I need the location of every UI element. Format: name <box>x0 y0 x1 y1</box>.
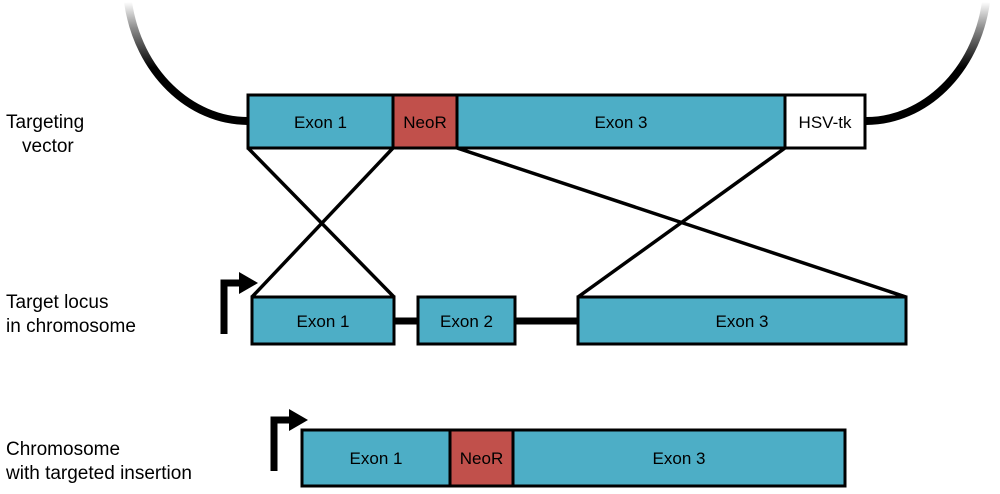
row-label-targeted-chromosome-line1: Chromosome <box>6 439 120 460</box>
vector-exon1-label: Exon 1 <box>294 113 347 132</box>
promoter-arrow-locus <box>220 279 243 334</box>
promoter-arrowhead-targeted <box>289 409 308 431</box>
vector-neor-box <box>391 93 459 150</box>
vector-hsvtk-label: HSV-tk <box>799 113 852 132</box>
vector-neor-label: NeoR <box>403 113 446 132</box>
row-label-targeted-chromosome-line2: with targeted insertion <box>5 463 192 484</box>
vector-exon3-box <box>455 93 787 150</box>
vector-exon3-label: Exon 3 <box>595 113 648 132</box>
promoter-arrow-targeted <box>270 416 293 471</box>
vector-exon1-box <box>246 93 395 150</box>
row-label-target-locus-line2: in chromosome <box>6 316 136 337</box>
crossover-right-line-b <box>576 146 787 299</box>
locus-exon3-label: Exon 3 <box>716 312 769 331</box>
locus-exon3-box <box>576 295 908 346</box>
locus-exon1-box <box>250 295 396 346</box>
crossover-left-line-b <box>250 146 395 299</box>
row-label-targeting-vector-line1: Targeting <box>6 112 84 133</box>
targeted-exon1-label: Exon 1 <box>350 449 403 468</box>
targeted-neor-label: NeoR <box>460 449 503 468</box>
targeted-exon3-box <box>511 428 847 488</box>
row-label-targeting-vector-line2: vector <box>22 136 74 157</box>
vector-hsvtk-box <box>783 93 867 150</box>
locus-exon2-label: Exon 2 <box>440 312 493 331</box>
locus-exon2-box <box>416 295 517 346</box>
plasmid-arc-right <box>865 1 990 125</box>
promoter-arrowhead-locus <box>239 272 258 294</box>
targeted-exon3-label: Exon 3 <box>653 449 706 468</box>
plasmid-arc-left <box>124 1 249 125</box>
row-label-target-locus-line1: Target locus <box>6 292 108 313</box>
locus-exon1-label: Exon 1 <box>297 312 350 331</box>
targeted-neor-box <box>448 428 515 488</box>
